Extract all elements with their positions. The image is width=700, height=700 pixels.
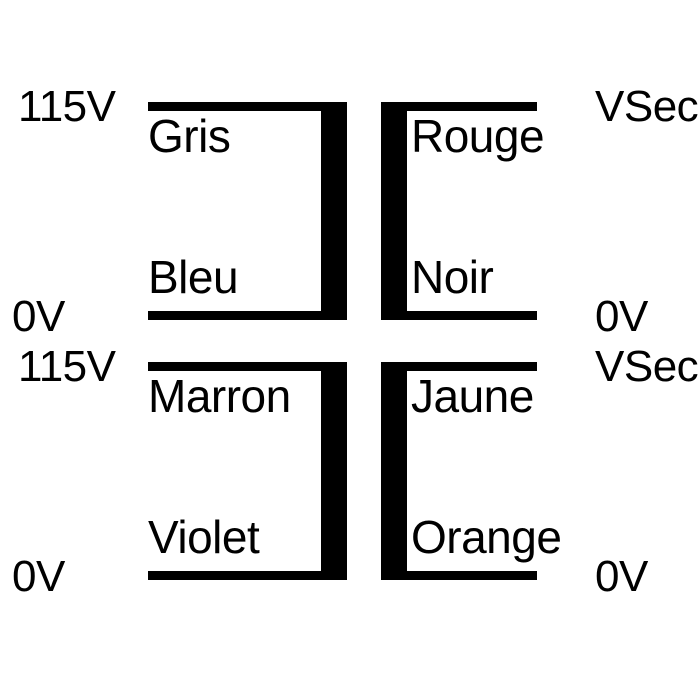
primary-1-core-bar — [321, 102, 347, 320]
primary-1-bottom-lead — [148, 311, 347, 320]
secondary-2-bottom-wire-label: Orange — [411, 511, 562, 563]
primary-2-core-bar — [321, 362, 347, 580]
secondary-1-bottom-terminal-label: 0V — [595, 292, 648, 341]
primary-2-bottom-lead — [148, 571, 347, 580]
primary-2-bottom-wire-label: Violet — [148, 511, 260, 563]
primary-2-bottom-terminal-label: 0V — [12, 552, 65, 601]
primary-1-top-lead — [148, 102, 347, 111]
primary-2-top-terminal-label: 115V — [18, 342, 116, 391]
secondary-1-top-wire-label: Rouge — [411, 110, 545, 162]
secondary-2-top-lead — [381, 362, 537, 371]
primary-2-top-wire-label: Marron — [148, 370, 291, 422]
secondary-2-bottom-lead — [381, 571, 537, 580]
primary-1-bottom-wire-label: Bleu — [148, 251, 239, 303]
secondary-1-core-bar — [381, 102, 407, 320]
secondary-1-top-terminal-label: VSec — [595, 82, 699, 131]
secondary-2-top-terminal-label: VSec — [595, 342, 699, 391]
secondary-1-bottom-wire-label: Noir — [411, 251, 494, 303]
primary-1-bottom-terminal-label: 0V — [12, 292, 65, 341]
secondary-1-bottom-lead — [381, 311, 537, 320]
primary-1-top-wire-label: Gris — [148, 110, 231, 162]
secondary-2-core-bar — [381, 362, 407, 580]
primary-2-top-lead — [148, 362, 347, 371]
primary-1-top-terminal-label: 115V — [18, 82, 116, 131]
secondary-2-bottom-terminal-label: 0V — [595, 552, 648, 601]
secondary-2-top-wire-label: Jaune — [411, 370, 534, 422]
secondary-1-top-lead — [381, 102, 537, 111]
